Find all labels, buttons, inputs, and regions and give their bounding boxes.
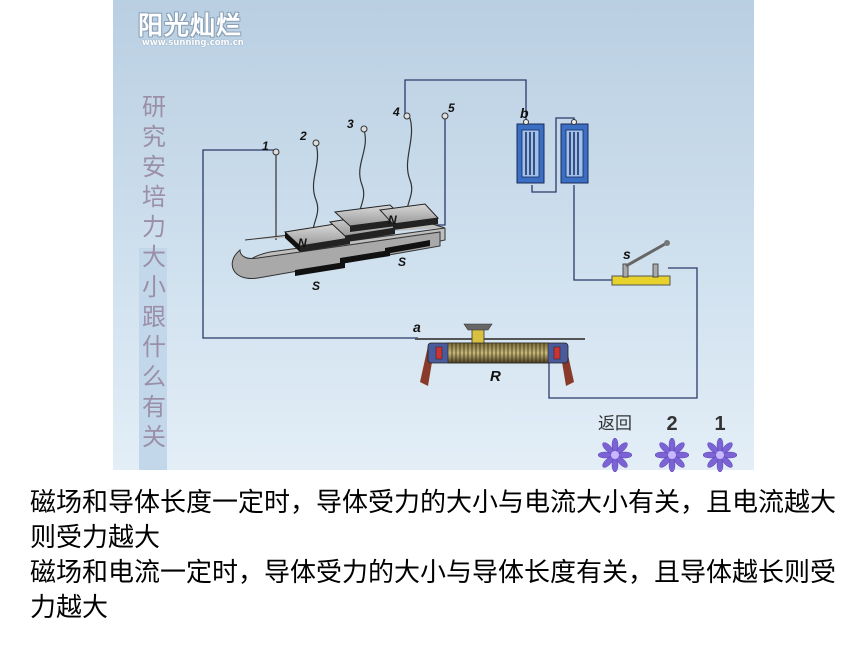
page-2-label: 2	[666, 413, 678, 435]
logo-url: www.sunning.com.cn	[142, 38, 244, 48]
rheostat-slider-label: a	[413, 319, 421, 335]
terminal-1	[272, 148, 280, 156]
terminal-label-3: 3	[347, 117, 354, 131]
terminal-5	[441, 112, 449, 120]
magnet-label-n: N	[298, 236, 307, 250]
knife-switch[interactable]	[611, 240, 671, 286]
vertical-title: 研究安培力大小跟什么有关	[142, 93, 166, 451]
magnet-label-s: S	[312, 279, 320, 293]
conclusions: 磁场和导体长度一定时，导体受力的大小与电流大小有关，且电流越大则受力越大 磁场和…	[30, 486, 850, 626]
switch-label: s	[623, 246, 631, 262]
terminal-leads	[275, 117, 413, 240]
conclusion-length: 磁场和电流一定时，导体受力的大小与导体长度有关，且导体越长则受力越大	[30, 558, 837, 623]
terminal-4	[403, 112, 411, 120]
battery-cells	[516, 119, 589, 184]
back-label: 返回	[598, 414, 632, 434]
terminal-2	[312, 139, 320, 147]
terminal-label-2: 2	[299, 129, 307, 143]
magnet-label-n: N	[388, 213, 397, 227]
page-2-button[interactable]: 2	[652, 412, 692, 472]
flower-icon	[598, 438, 632, 472]
page-1-label: 1	[714, 413, 726, 435]
flower-icon	[655, 438, 689, 472]
magnet-label-s: S	[398, 255, 406, 269]
terminals	[272, 112, 449, 156]
magnet-assembly	[231, 203, 446, 279]
back-button[interactable]: 返回	[590, 412, 640, 472]
terminal-label-1: 1	[262, 139, 269, 153]
conclusion-current: 磁场和导体长度一定时，导体受力的大小与电流大小有关，且电流越大则受力越大	[30, 488, 837, 553]
terminal-3	[360, 125, 368, 133]
title-highlight-bar	[139, 248, 167, 470]
page-1-button[interactable]: 1	[700, 412, 740, 472]
battery-label: b	[520, 105, 529, 121]
logo-title: 阳光灿烂	[138, 11, 243, 40]
terminal-label-5: 5	[448, 101, 455, 115]
circuit-diagram: N N S S 1 2 3 4 5 b s	[202, 79, 698, 399]
rheostat-label: R	[490, 368, 501, 385]
rheostat-slider	[471, 328, 485, 344]
rheostat[interactable]	[415, 323, 585, 386]
flower-icon	[703, 438, 737, 472]
terminal-label-4: 4	[392, 105, 400, 119]
